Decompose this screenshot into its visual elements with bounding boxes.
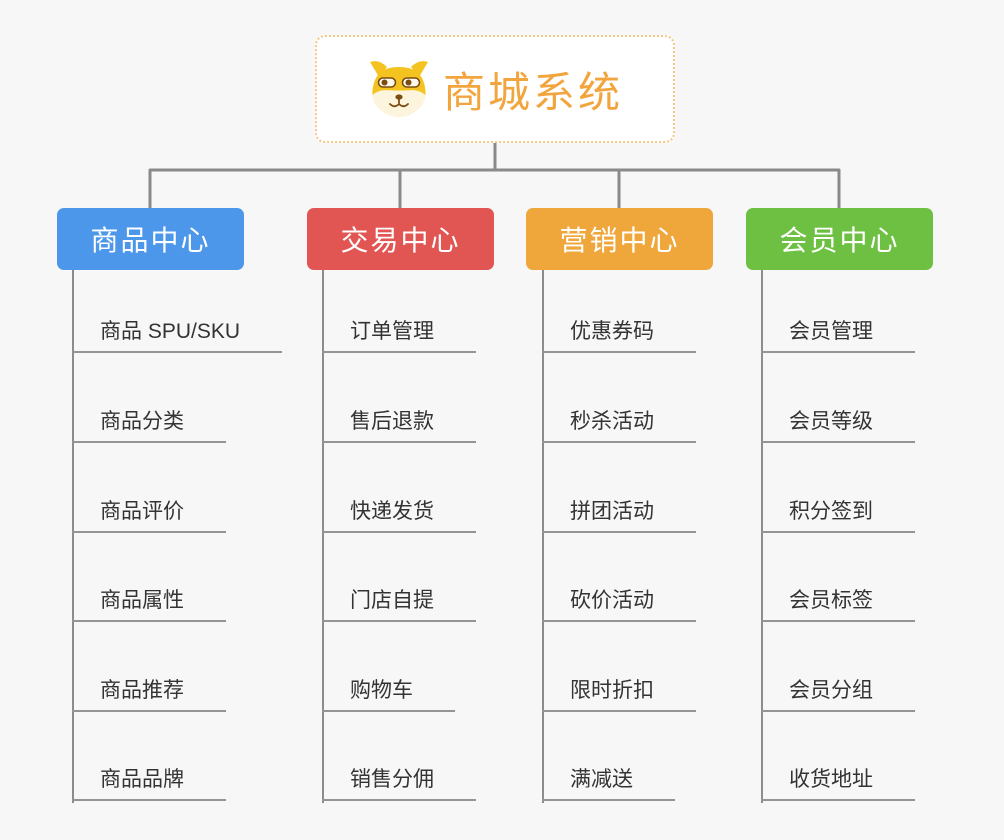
subtopic[interactable]: 销售分佣 <box>322 767 476 801</box>
subtopic[interactable]: 商品属性 <box>72 588 226 622</box>
subtopic[interactable]: 优惠券码 <box>542 319 696 353</box>
branch-trunk-line <box>72 269 74 803</box>
subtopic[interactable]: 收货地址 <box>761 767 915 801</box>
branch-node-member-center[interactable]: 会员中心 <box>746 208 933 270</box>
branch-node-product-center[interactable]: 商品中心 <box>57 208 244 270</box>
shiba-dog-face-icon <box>369 61 428 117</box>
branch-node-marketing-center[interactable]: 营销中心 <box>526 208 713 270</box>
subtopic[interactable]: 购物车 <box>322 678 455 712</box>
branch-trunk-line <box>322 269 324 803</box>
subtopic[interactable]: 商品分类 <box>72 409 226 443</box>
subtopic[interactable]: 积分签到 <box>761 499 915 533</box>
subtopic[interactable]: 满减送 <box>542 767 675 801</box>
subtopic[interactable]: 砍价活动 <box>542 588 696 622</box>
subtopic[interactable]: 秒杀活动 <box>542 409 696 443</box>
subtopic[interactable]: 商品品牌 <box>72 767 226 801</box>
subtopic[interactable]: 商品 SPU/SKU <box>72 319 283 353</box>
subtopic[interactable]: 拼团活动 <box>542 499 696 533</box>
subtopic[interactable]: 会员标签 <box>761 588 915 622</box>
subtopic[interactable]: 会员管理 <box>761 319 915 353</box>
root-topic[interactable]: 商城系统 <box>315 35 675 143</box>
root-topic-title: 商城系统 <box>442 68 623 116</box>
subtopic[interactable]: 商品评价 <box>72 499 226 533</box>
subtopic[interactable]: 会员等级 <box>761 409 915 443</box>
branch-trunk-line <box>542 269 544 803</box>
subtopic[interactable]: 限时折扣 <box>542 678 696 712</box>
subtopic[interactable]: 售后退款 <box>322 409 476 443</box>
subtopic[interactable]: 订单管理 <box>322 319 476 353</box>
subtopic[interactable]: 会员分组 <box>761 678 915 712</box>
subtopic[interactable]: 商品推荐 <box>72 678 226 712</box>
branch-trunk-line <box>761 269 763 803</box>
subtopic[interactable]: 快递发货 <box>322 499 476 533</box>
branch-node-trade-center[interactable]: 交易中心 <box>307 208 494 270</box>
subtopic[interactable]: 门店自提 <box>322 588 476 622</box>
